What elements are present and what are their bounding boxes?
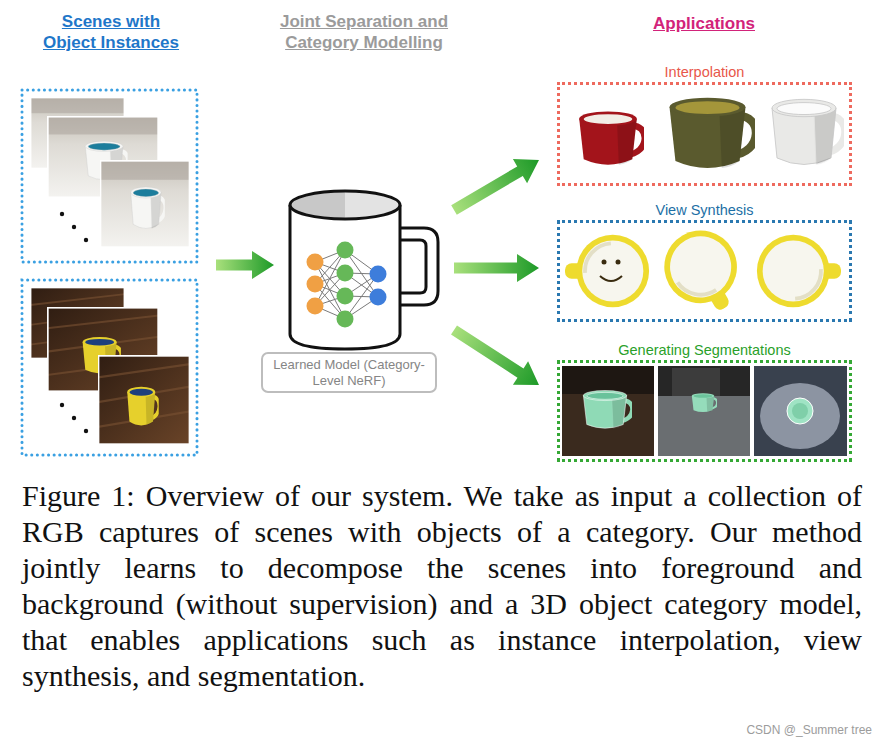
model-column: Joint Separation and Category ModellingL… — [266, 12, 462, 400]
input-neuron — [307, 298, 324, 315]
segmented-mug — [583, 391, 632, 429]
hidden-neuron — [337, 288, 354, 305]
figure-caption: Figure 1: Overview of our system. We tak… — [22, 478, 862, 694]
input-neuron — [307, 254, 324, 271]
icon-handle — [400, 228, 438, 305]
scene-group: Scenes with Object Instances — [10, 12, 212, 460]
interpolated-mug — [772, 99, 845, 164]
flow-arrow — [216, 251, 274, 279]
segmented-mug — [787, 398, 813, 424]
segmented-mug-inside — [792, 403, 808, 419]
rendered-view — [651, 217, 756, 326]
ellipsis-dot — [72, 225, 76, 229]
flow-arrow — [454, 254, 539, 282]
application-box: Interpolation — [557, 82, 852, 186]
segmented-mug — [692, 393, 717, 412]
model-label-box: Learned Model (Category-Level NeRF) — [261, 352, 437, 393]
dotted-frame — [22, 280, 197, 455]
icon-handle — [400, 240, 426, 293]
rendered-view — [565, 235, 649, 308]
mug-icon — [290, 191, 438, 349]
application-box: View Synthesis — [557, 220, 852, 322]
interpolated-mug — [579, 112, 645, 165]
flow-arrow — [451, 325, 539, 385]
watermark: CSDN @_Summer tree — [746, 724, 872, 737]
photo-plate — [760, 383, 840, 449]
box-heading: Interpolation — [560, 64, 849, 81]
hidden-neuron — [337, 265, 354, 282]
ellipsis-dot — [60, 212, 64, 216]
photo-shadow — [562, 366, 654, 394]
interpolated-mug — [670, 98, 756, 168]
column-heading: Scenes with Object Instances — [36, 12, 186, 53]
ellipsis-dot — [72, 416, 76, 420]
input-neuron — [307, 276, 324, 293]
section-heading: Applications — [604, 14, 804, 34]
box-heading: View Synthesis — [560, 202, 849, 219]
rendered-view — [757, 235, 841, 308]
ellipsis-dot — [84, 429, 88, 433]
hidden-neuron — [337, 311, 354, 328]
smiley-mouth — [600, 276, 622, 281]
dotted-frame — [22, 90, 197, 262]
ellipsis-dot — [60, 403, 64, 407]
box-label: Learned Model (Category-Level NeRF) — [273, 357, 425, 388]
column-heading: Joint Separation and Category Modelling — [269, 12, 459, 53]
icon-top-right — [345, 191, 400, 219]
icon-top-left — [290, 191, 345, 219]
flow-arrow — [451, 159, 539, 215]
network-links — [315, 250, 378, 319]
icon-body — [290, 205, 400, 349]
hidden-neuron — [337, 242, 354, 259]
scene-photo — [98, 355, 190, 445]
output-neuron — [370, 289, 387, 306]
smiley-eye — [616, 260, 621, 265]
segmentation-photo — [754, 366, 847, 456]
application-box: Generating Segmentations — [557, 360, 852, 462]
scene-photo — [100, 160, 190, 248]
ellipsis-dot — [84, 238, 88, 242]
icon-rim — [290, 191, 400, 219]
smiley-eye — [602, 260, 607, 265]
output-neuron — [370, 266, 387, 283]
box-heading: Generating Segmentations — [560, 342, 849, 359]
segmentation-photo — [658, 366, 750, 456]
segmentation-photo — [562, 366, 654, 456]
